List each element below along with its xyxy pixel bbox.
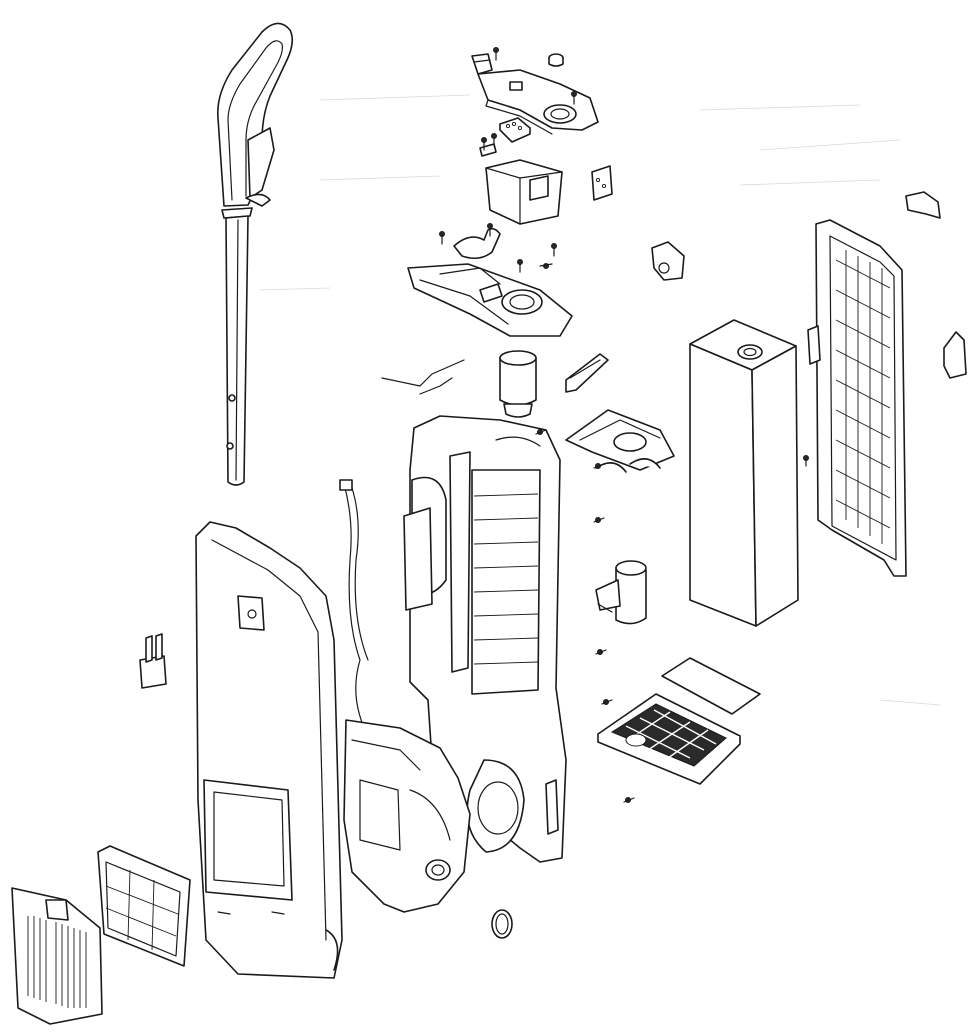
- screw: [593, 463, 605, 469]
- screw: [623, 797, 635, 803]
- screw: [491, 133, 497, 147]
- rear-cover: [195, 521, 343, 979]
- screw: [493, 47, 499, 61]
- switch-bracket: [471, 53, 493, 75]
- dust-bin: [689, 319, 799, 627]
- screws: [439, 47, 809, 803]
- valve-housing: [595, 560, 647, 625]
- screw: [551, 243, 557, 257]
- screw: [593, 517, 605, 523]
- screw: [487, 223, 493, 237]
- hepa-filter: [97, 845, 191, 967]
- wire-harness: [339, 359, 465, 741]
- duct-lever: [565, 353, 609, 393]
- screw: [535, 429, 547, 435]
- top-cover-plate: [477, 69, 599, 135]
- cord-reel-housing: [485, 159, 563, 225]
- motor-base: [343, 719, 471, 913]
- screw: [439, 231, 445, 245]
- drive-belt: [491, 909, 513, 939]
- screw: [517, 259, 523, 273]
- screw: [539, 263, 553, 269]
- side-clip: [905, 191, 967, 379]
- pre-motor-filter-pad: [661, 657, 761, 715]
- knob: [548, 53, 564, 67]
- exhaust-grille: [11, 887, 103, 1025]
- hose-hook: [453, 227, 501, 260]
- background-watermark: [259, 94, 941, 706]
- connector-block: [479, 117, 531, 157]
- screw: [803, 455, 809, 467]
- bracket-small: [651, 241, 685, 281]
- hose-inlet-tube: [499, 350, 537, 418]
- cord-clip: [139, 633, 167, 689]
- rear-panel: [807, 219, 907, 577]
- main-chassis: [403, 415, 567, 863]
- screw: [595, 649, 607, 655]
- motor-mount-plate: [407, 263, 573, 337]
- cyclone-lid: [565, 409, 675, 473]
- filter-cassette: [597, 693, 741, 785]
- circuit-board: [591, 165, 613, 201]
- screw: [481, 137, 487, 151]
- handle: [216, 22, 294, 486]
- screw: [601, 699, 613, 705]
- screw: [571, 91, 577, 105]
